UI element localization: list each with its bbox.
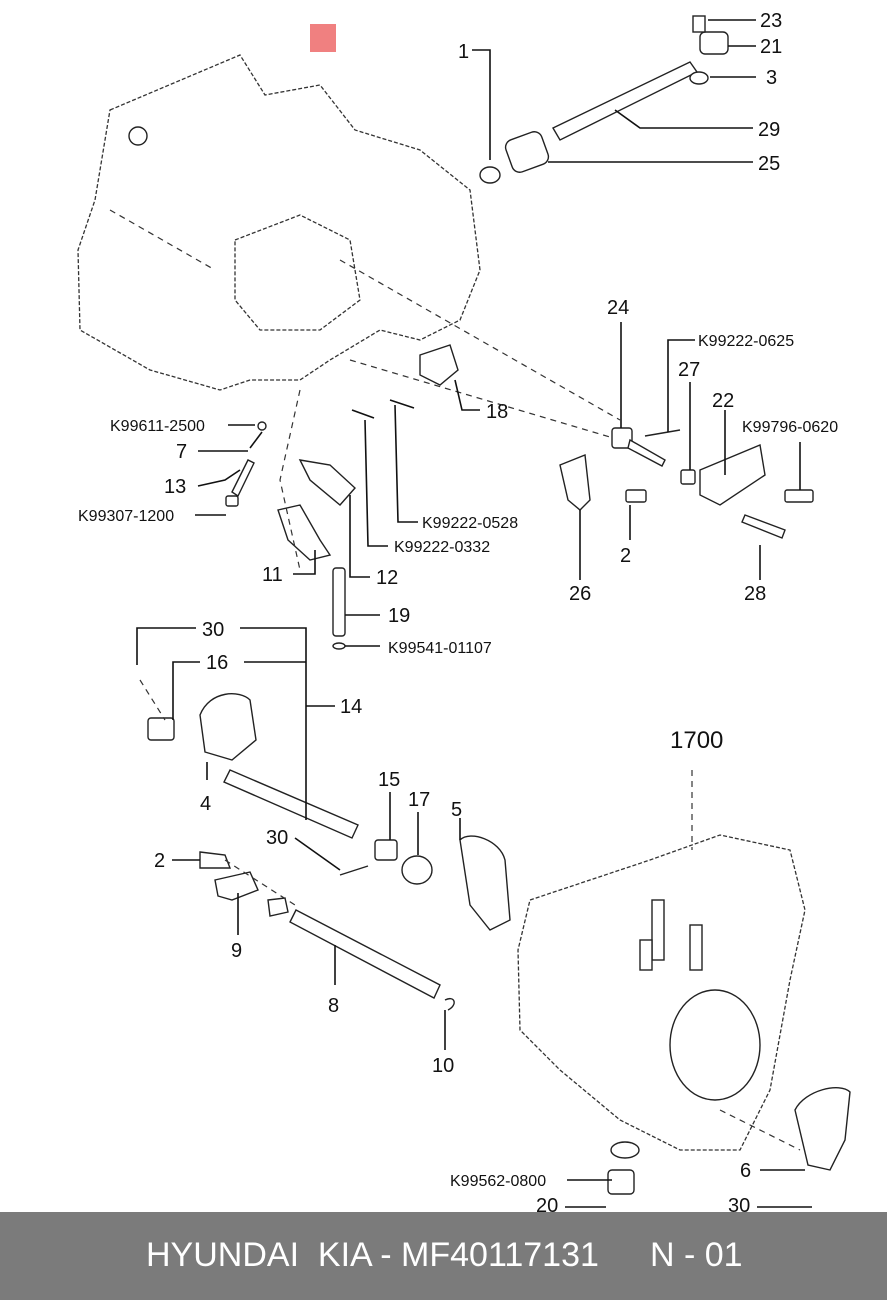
callout-19: 19 <box>388 605 410 627</box>
part-code-K99562-0800: K99562-0800 <box>450 1173 546 1190</box>
callout-25: 25 <box>758 153 780 175</box>
callout-15: 15 <box>378 769 400 791</box>
upper-transmission-housing <box>77 54 621 441</box>
callout-16: 16 <box>206 652 228 674</box>
callout-30-mid: 30 <box>266 827 288 849</box>
part-code-K99222-0625: K99222-0625 <box>698 333 794 350</box>
callout-29: 29 <box>758 119 780 141</box>
exploded-parts-diagram: 1 23 21 3 29 25 24 K99222-0625 27 22 K99… <box>77 10 851 1212</box>
shift-shaft-assembly <box>479 15 729 184</box>
callout-28: 28 <box>744 583 766 605</box>
callout-20: 20 <box>536 1195 558 1212</box>
callout-7: 7 <box>176 441 187 463</box>
callout-17: 17 <box>408 789 430 811</box>
callout-24: 24 <box>607 297 629 319</box>
callout-14: 14 <box>340 696 362 718</box>
callout-2-bottom: 2 <box>154 850 165 872</box>
footer-page-number: N - 01 <box>650 1236 743 1274</box>
callout-27: 27 <box>678 359 700 381</box>
leader-lines <box>136 19 812 1208</box>
callout-4: 4 <box>200 793 211 815</box>
callout-30-bottom: 30 <box>728 1195 750 1212</box>
callout-26: 26 <box>569 583 591 605</box>
part-code-K99796-0620: K99796-0620 <box>742 419 838 436</box>
callout-3: 3 <box>766 67 777 89</box>
part-code-K99307-1200: K99307-1200 <box>78 508 174 525</box>
part-code-K99611-2500: K99611-2500 <box>110 418 205 435</box>
select-lever-assembly <box>559 427 814 539</box>
callout-2-top: 2 <box>620 545 631 567</box>
callout-labels: 1 23 21 3 29 25 24 K99222-0625 27 22 K99… <box>78 10 838 1212</box>
callout-6: 6 <box>740 1160 751 1182</box>
callout-18: 18 <box>486 401 508 423</box>
part-code-K99222-0332: K99222-0332 <box>394 539 490 556</box>
callout-12: 12 <box>376 567 398 589</box>
part-code-K99541-01107: K99541-01107 <box>388 640 492 657</box>
shift-rail-group <box>139 679 511 1011</box>
detent-parts <box>225 344 459 650</box>
callout-11: 11 <box>262 564 283 586</box>
footer-bar: HYUNDAI KIA - MF40117131 N - 01 <box>0 1212 887 1300</box>
callout-1: 1 <box>458 41 469 63</box>
red-marker <box>310 24 336 52</box>
callout-30-top: 30 <box>202 619 224 641</box>
callout-23: 23 <box>760 10 782 32</box>
callout-9: 9 <box>231 940 242 962</box>
callout-8: 8 <box>328 995 339 1017</box>
callout-21: 21 <box>760 36 782 58</box>
part-code-K99222-0528: K99222-0528 <box>422 515 518 532</box>
callout-10: 10 <box>432 1055 454 1077</box>
footer-part-number: HYUNDAI KIA - MF40117131 <box>146 1236 599 1274</box>
callout-22: 22 <box>712 390 734 412</box>
callout-1700: 1700 <box>670 727 723 754</box>
transmission-assembly <box>517 770 851 1195</box>
callout-13: 13 <box>164 476 186 498</box>
callout-5: 5 <box>451 799 462 821</box>
